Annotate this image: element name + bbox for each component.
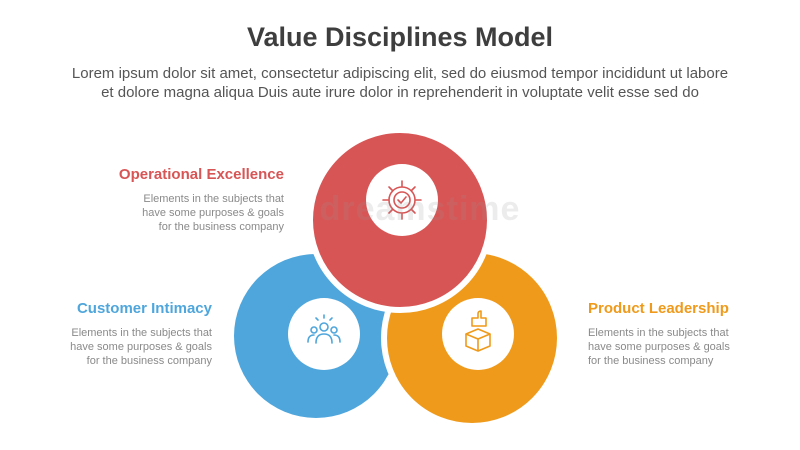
product-leadership-label: Product Leadership Elements in the subje… xyxy=(588,300,800,368)
page-subtitle: Lorem ipsum dolor sit amet, consectetur … xyxy=(20,64,780,102)
description-line: have some purposes & goals xyxy=(70,341,212,353)
operational-excellence-ring xyxy=(307,127,493,313)
watermark-text: dreamstime xyxy=(319,190,521,228)
customer-intimacy-label: Customer Intimacy Elements in the subjec… xyxy=(0,300,212,368)
description-line: Elements in the subjects that xyxy=(588,327,729,339)
page-title: Value Disciplines Model xyxy=(246,22,554,52)
box-thumbs-up-icon xyxy=(465,310,491,352)
customer-intimacy-title: Customer Intimacy xyxy=(76,300,212,317)
description-line: for the business company xyxy=(86,355,212,367)
product-leadership-icon-badge xyxy=(442,298,514,370)
operational-excellence-icon-badge xyxy=(366,164,438,236)
subtitle-line-2: et dolore magna aliqua Duis aute irure d… xyxy=(101,84,699,101)
description-line: for the business company xyxy=(588,355,714,367)
description-line: Elements in the subjects that xyxy=(143,193,284,205)
people-group-icon xyxy=(307,314,341,344)
operational-excellence-title: Operational Excellence xyxy=(118,166,284,183)
gear-check-icon xyxy=(382,180,422,220)
description-line: for the business company xyxy=(158,221,284,233)
product-leadership-description: Elements in the subjects that have some … xyxy=(588,326,800,368)
customer-intimacy-description: Elements in the subjects that have some … xyxy=(0,326,212,368)
operational-excellence-description: Elements in the subjects that have some … xyxy=(44,192,284,234)
description-line: have some purposes & goals xyxy=(142,207,284,219)
description-line: Elements in the subjects that xyxy=(71,327,212,339)
description-line: have some purposes & goals xyxy=(588,341,730,353)
subtitle-line-1: Lorem ipsum dolor sit amet, consectetur … xyxy=(71,65,729,82)
operational-excellence-label: Operational Excellence Elements in the s… xyxy=(44,166,284,234)
product-leadership-title: Product Leadership xyxy=(588,300,729,317)
